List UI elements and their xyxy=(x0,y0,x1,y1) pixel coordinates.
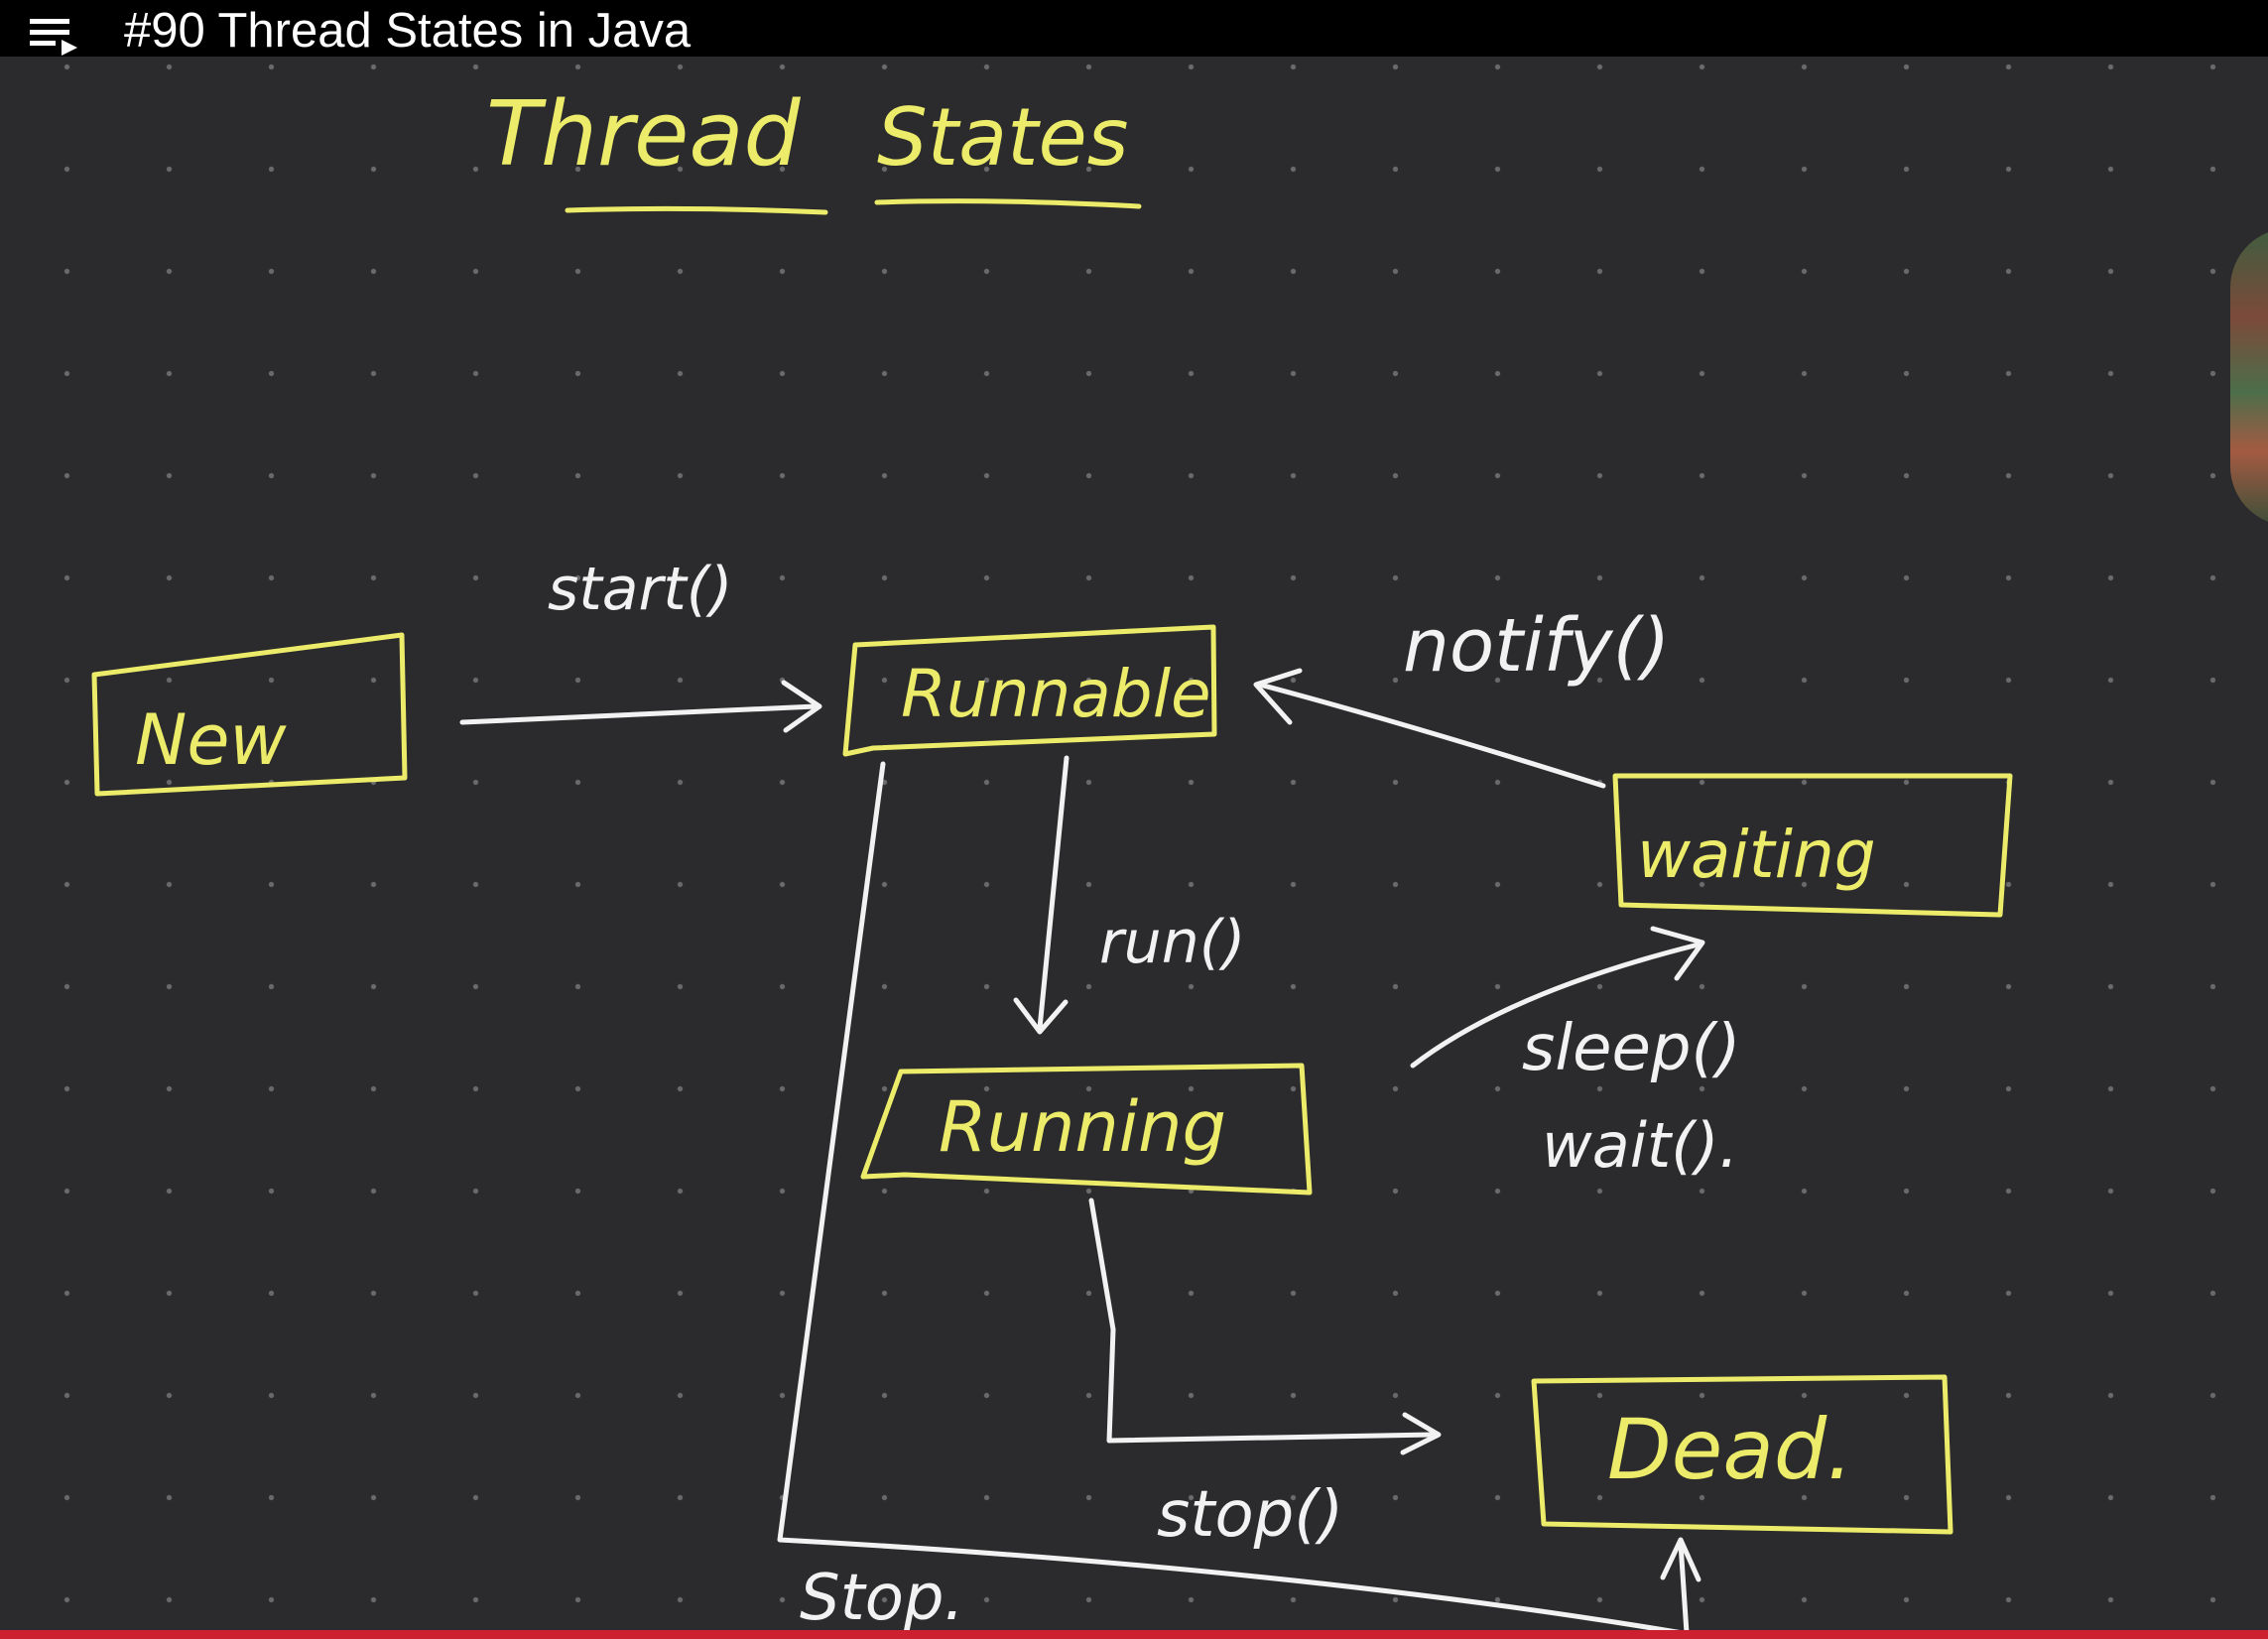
arrow-running-to-dead xyxy=(1088,1198,1436,1444)
video-title[interactable]: #90 Thread States in Java xyxy=(124,4,692,58)
state-label-new: New xyxy=(135,699,287,781)
video-title-bar: #90 Thread States in Java xyxy=(0,0,2268,58)
transition-sleep: sleep() xyxy=(1522,1012,1740,1085)
transition-stop-runnable: Stop. xyxy=(800,1562,964,1635)
transition-wait: wait(). xyxy=(1542,1109,1738,1182)
heading-states: States xyxy=(877,91,1128,184)
state-label-waiting: waiting xyxy=(1637,817,1876,893)
arrow-runnable-to-dead xyxy=(777,761,1686,1636)
arrow-runnable-to-running xyxy=(1037,755,1070,1031)
arrowhead-runnable-to-dead xyxy=(1660,1537,1701,1636)
video-progress-fill xyxy=(0,1630,2268,1639)
presenter-camera-overlay xyxy=(2230,228,2268,526)
heading-thread: Thread xyxy=(486,82,802,187)
state-box-dead xyxy=(1531,1374,1953,1535)
transition-start: start() xyxy=(548,555,733,624)
state-label-running: Running xyxy=(939,1086,1226,1168)
arrow-running-to-waiting xyxy=(1410,942,1701,1069)
state-label-dead: Dead. xyxy=(1607,1401,1853,1498)
state-box-runnable xyxy=(842,624,1217,757)
arrowhead-running-to-waiting xyxy=(1650,926,1705,981)
state-box-new xyxy=(91,632,408,797)
playlist-icon[interactable] xyxy=(30,16,85,56)
heading-underline-thread xyxy=(565,205,828,215)
transition-run: run() xyxy=(1099,908,1246,977)
arrowhead-waiting-to-runnable xyxy=(1253,668,1303,725)
video-progress-bar[interactable] xyxy=(0,1630,2268,1639)
state-box-waiting xyxy=(1612,773,2013,918)
arrowhead-new-to-runnable xyxy=(781,680,822,733)
arrow-waiting-to-runnable xyxy=(1257,682,1606,789)
transition-stop-running: stop() xyxy=(1157,1478,1343,1552)
state-box-running xyxy=(860,1063,1313,1196)
heading-underline-states xyxy=(874,198,1142,209)
arrowhead-runnable-to-running xyxy=(1013,997,1069,1035)
state-label-runnable: Runnable xyxy=(901,656,1211,732)
transition-notify: notify() xyxy=(1403,603,1670,689)
arrow-new-to-runnable xyxy=(459,703,819,725)
arrowhead-running-to-dead xyxy=(1400,1412,1442,1455)
